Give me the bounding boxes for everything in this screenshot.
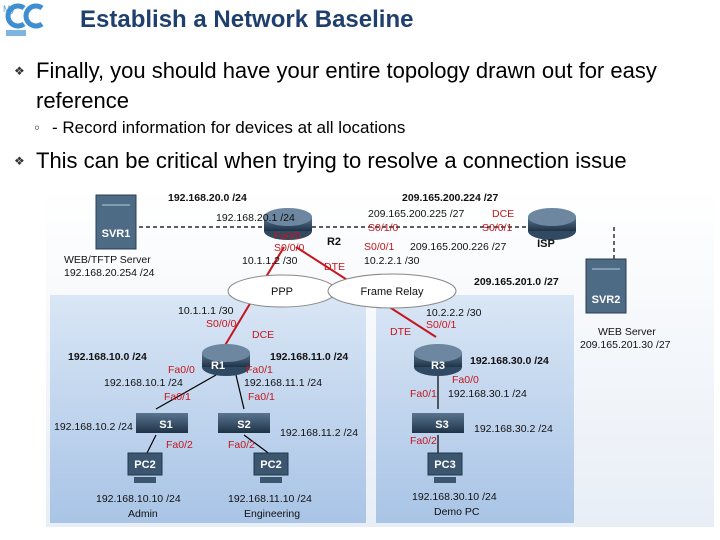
router-r1: R1 — [202, 344, 250, 376]
label-r2-ip226: 209.165.200.226 /27 — [410, 241, 507, 253]
frame-relay-cloud: Frame Relay — [327, 273, 457, 309]
label-net201: 209.165.201.0 /27 — [474, 276, 559, 288]
bullet-1-text: Finally, you should have your entire top… — [36, 58, 657, 113]
slide-title: Establish a Network Baseline — [80, 6, 414, 33]
label-pc1-name: Admin — [128, 508, 158, 520]
s1-label: S1 — [159, 419, 172, 431]
bullet-2: ❖ This can be critical when trying to re… — [14, 146, 627, 176]
label-pc3-name: Demo PC — [434, 506, 480, 518]
label-s1-ip: 192.168.10.2 /24 — [54, 421, 133, 433]
label-svr1-ip: 192.168.20.254 /24 — [64, 267, 155, 279]
label-r1-ip101: 192.168.10.1 /24 — [104, 377, 183, 389]
label-svr2-role: WEB Server — [598, 326, 656, 338]
label-r1-fa00: Fa0/0 — [168, 364, 195, 376]
svr1-label: SVR1 — [102, 228, 131, 240]
label-r3-fa01: Fa0/1 — [410, 388, 437, 400]
label-r3-fa00: Fa0/0 — [452, 374, 479, 386]
switch-s2: S2 — [218, 413, 270, 433]
label-isp-dce: DCE — [492, 208, 514, 220]
label-pc2-ip: 192.168.11.10 /24 — [228, 493, 312, 505]
label-net30: 192.168.30.0 /24 — [470, 355, 549, 367]
r2-label: R2 — [327, 236, 341, 248]
pc-engineering: PC2 — [253, 452, 289, 483]
label-s2-fa01: Fa0/1 — [248, 391, 275, 403]
server-svr2: SVR2 — [585, 258, 627, 314]
bullet-icon: ❖ — [14, 154, 25, 168]
label-pc1-ip: 192.168.10.10 /24 — [96, 493, 181, 505]
label-s3-fa02: Fa0/2 — [410, 435, 437, 447]
sub-bullet-icon: ◦ — [34, 118, 41, 137]
switch-s3: S3 — [412, 413, 464, 433]
sub-bullet-text: - Record information for devices at all … — [52, 118, 406, 137]
s2-label: S2 — [237, 419, 250, 431]
frame-relay-label: Frame Relay — [361, 286, 424, 298]
isp-label: ISP — [537, 238, 555, 250]
label-isp-ip: 209.165.200.225 /27 — [368, 208, 465, 220]
label-r1-ip111: 192.168.11.1 /24 — [244, 377, 322, 389]
label-svr1-role: WEB/TFTP Server — [64, 254, 151, 266]
label-pc2-name: Engineering — [244, 508, 300, 520]
bullet-2-text: This can be critical when trying to reso… — [36, 148, 627, 173]
bullet-icon: ❖ — [14, 64, 25, 78]
server-svr1: SVR1 — [95, 194, 137, 250]
label-net10: 192.168.10.0 /24 — [68, 351, 147, 363]
pc-admin-label: PC2 — [134, 459, 155, 471]
label-r2-s010: S0/1/0 — [368, 222, 399, 234]
pc-demo-label: PC3 — [434, 459, 455, 471]
router-r2: R2 — [264, 208, 341, 248]
s3-label: S3 — [435, 419, 448, 431]
label-pc3-ip: 192.168.30.10 /24 — [412, 491, 497, 503]
topology-labels: 192.168.20.0 /24 209.165.200.224 /27 192… — [54, 192, 671, 520]
label-r2-s001: S0/0/1 — [364, 241, 395, 253]
label-r2-10: 10.1.1.2 /30 — [242, 255, 298, 267]
label-s3-ip: 192.168.30.2 /24 — [474, 423, 553, 435]
network-topology-diagram: PPP Frame Relay SVR1 SVR2 R2 ISP R1 R — [46, 187, 714, 527]
label-r2-s000: S0/0/0 — [274, 242, 305, 254]
ppp-cloud: PPP — [227, 274, 337, 308]
pc-engineering-label: PC2 — [260, 459, 281, 471]
label-r3-dte: DTE — [390, 326, 411, 338]
pc-admin: PC2 — [127, 452, 163, 483]
label-r2-fa00-ip: 192.168.20.1 /24 — [216, 212, 295, 224]
r3-label: R3 — [431, 360, 445, 372]
label-svr2-ip: 209.165.201.30 /27 — [580, 339, 671, 351]
label-r3-s001: S0/0/1 — [426, 319, 457, 331]
label-s2-fa02: Fa0/2 — [228, 439, 255, 451]
switch-s1: S1 — [136, 413, 188, 433]
pc-demo: PC3 — [427, 452, 463, 483]
label-r2-102: 10.2.2.1 /30 — [364, 255, 420, 267]
lan-area-right — [376, 295, 574, 523]
router-isp: ISP — [528, 208, 576, 250]
label-r3-ip301: 192.168.30.1 /24 — [448, 388, 527, 400]
label-r1-s000: S0/0/0 — [206, 318, 237, 330]
label-r1-fa01: Fa0/1 — [246, 364, 273, 376]
ppp-label: PPP — [271, 286, 293, 298]
label-r1-dce: DCE — [252, 329, 274, 341]
label-s2-ip: 192.168.11.2 /24 — [280, 427, 358, 439]
sub-bullet: ◦ - Record information for devices at al… — [34, 118, 405, 138]
mycc-logo: My — [2, 2, 50, 40]
bullet-1: ❖ Finally, you should have your entire t… — [14, 56, 706, 116]
label-net11: 192.168.11.0 /24 — [270, 351, 348, 363]
label-net20: 192.168.20.0 /24 — [168, 192, 247, 204]
label-net200-224: 209.165.200.224 /27 — [402, 192, 499, 204]
label-r3-ip: 10.2.2.2 /30 — [426, 307, 482, 319]
label-r2-fa00: Fa0/0 — [274, 230, 301, 242]
label-r1-10: 10.1.1.1 /30 — [178, 305, 234, 317]
lan-area-left — [50, 295, 366, 523]
svr2-label: SVR2 — [592, 294, 621, 306]
label-r2-dte: DTE — [324, 261, 345, 273]
label-isp-s001: S0/0/1 — [482, 222, 513, 234]
label-s1-fa02: Fa0/2 — [166, 439, 193, 451]
label-s1-fa01: Fa0/1 — [164, 391, 191, 403]
r1-label: R1 — [211, 360, 225, 372]
router-r3: R3 — [414, 344, 462, 376]
